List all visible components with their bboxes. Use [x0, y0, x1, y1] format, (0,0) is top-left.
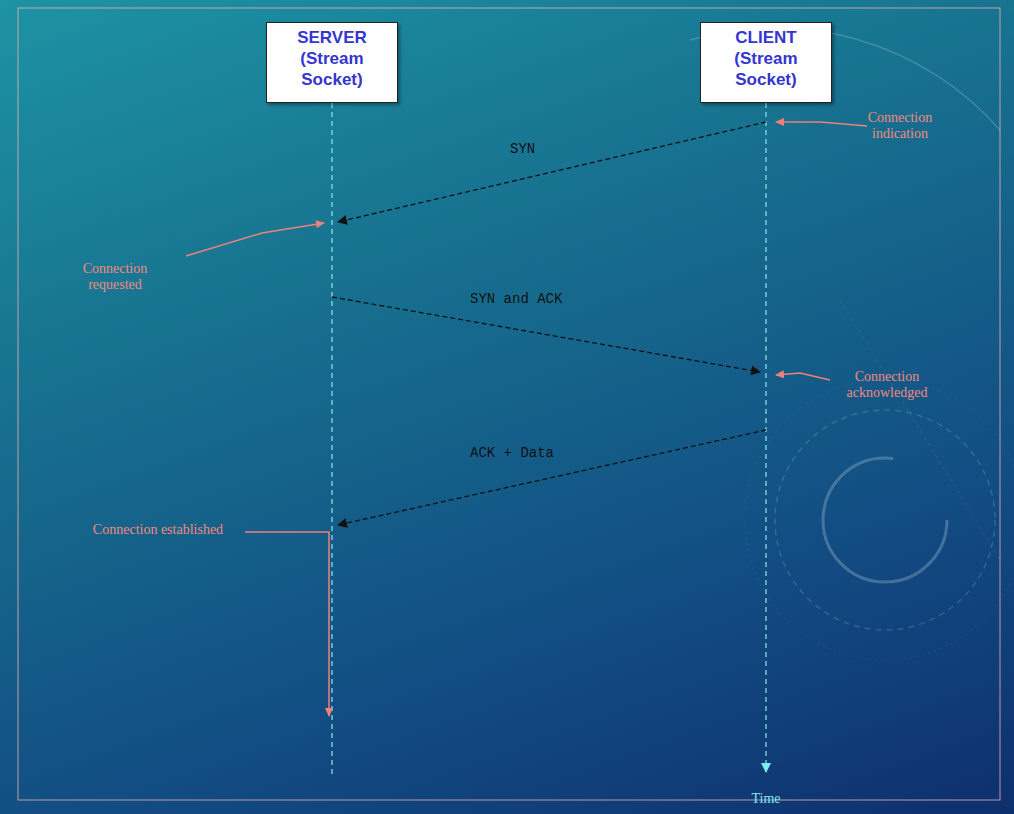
socket-box: SERVER (Stream Socket)	[266, 22, 398, 103]
annotation: Connection requested	[65, 261, 165, 293]
leader-line	[186, 223, 324, 256]
message-label: SYN	[510, 141, 535, 157]
message-arrow	[332, 297, 760, 372]
leader-line	[245, 532, 329, 716]
leader-line	[776, 373, 830, 380]
message-label: SYN and ACK	[470, 291, 562, 307]
message-label: ACK + Data	[470, 445, 554, 461]
message-arrow	[338, 122, 766, 222]
decor-circle	[775, 410, 995, 630]
decor-circle	[745, 380, 1014, 660]
box-title: SERVER (Stream Socket)	[273, 27, 391, 90]
annotation: Connection acknowledged	[822, 369, 952, 401]
decor-arc	[690, 28, 1000, 130]
annotation: Connection indication	[855, 110, 945, 142]
box-title: CLIENT (Stream Socket)	[707, 27, 825, 90]
socket-box: CLIENT (Stream Socket)	[700, 22, 832, 103]
decor-circle	[823, 458, 947, 582]
message-arrow	[338, 430, 766, 525]
server-lifeline	[331, 103, 332, 775]
leader-line	[776, 122, 867, 126]
client-lifeline	[765, 103, 766, 772]
frame	[18, 8, 1000, 800]
axis-label: Time	[741, 791, 791, 807]
annotation: Connection established	[78, 522, 238, 538]
decor-line	[840, 300, 1000, 560]
